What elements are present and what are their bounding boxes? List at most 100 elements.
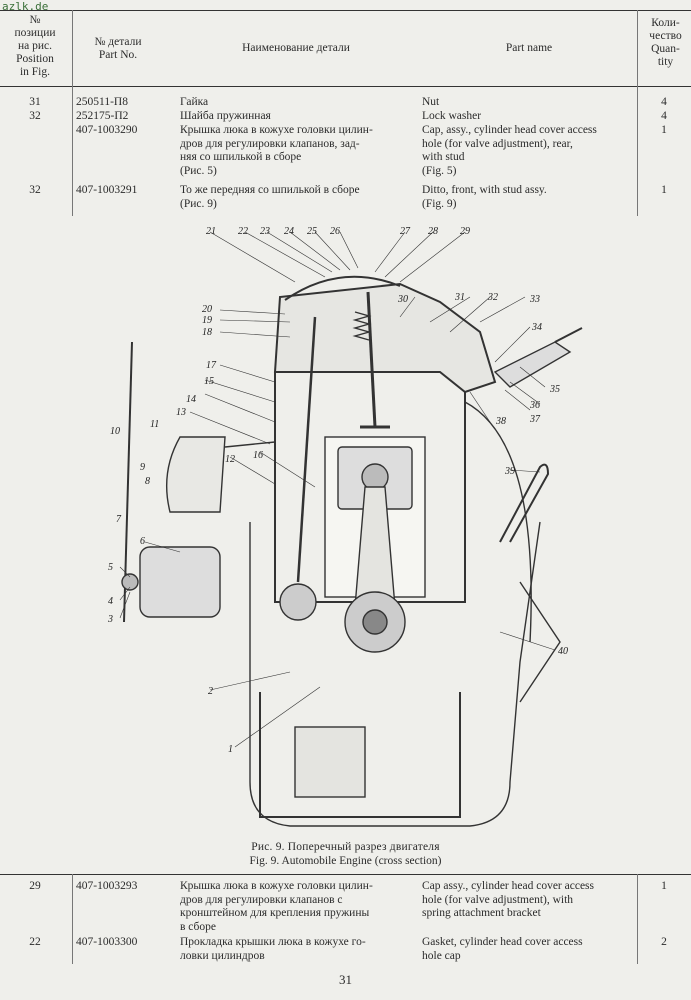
row-name-ru: То же передняя со шпилькой в сборе (Рис.… — [180, 184, 360, 210]
callout-12: 12 — [225, 454, 235, 465]
callout-2: 2 — [208, 686, 213, 697]
callout-30: 30 — [397, 294, 408, 305]
callout-36: 36 — [529, 400, 540, 411]
callout-27: 27 — [400, 226, 411, 237]
row-name-ru: Прокладка крышки люка в кожухе го- ловки… — [180, 936, 366, 962]
header-name-en: Part name — [505, 42, 553, 54]
row-quantity: 1 — [661, 124, 667, 136]
header-name-ru: Наименование детали — [242, 42, 350, 54]
row-quantity: 4 — [661, 110, 667, 122]
callout-35: 35 — [549, 384, 560, 395]
rocker-cover — [284, 275, 401, 301]
table-row: 407-1003290 Крышка люка в кожухе головки… — [0, 124, 691, 180]
valve-spring — [352, 311, 372, 341]
intake-manifold — [165, 436, 226, 513]
callout-20: 20 — [202, 304, 212, 315]
callout-39: 39 — [504, 466, 515, 477]
callout-22: 22 — [238, 226, 248, 237]
row-position: 32 — [29, 110, 41, 122]
cylinder-head — [273, 282, 497, 394]
callout-9: 9 — [140, 462, 145, 473]
row-position: 29 — [29, 880, 41, 892]
callout-16: 16 — [253, 450, 263, 461]
callout-33: 33 — [529, 294, 540, 305]
callout-11: 11 — [150, 419, 159, 430]
page-number: 31 — [339, 972, 352, 987]
row-position: 31 — [29, 96, 41, 108]
figure-caption-ru: Рис. 9. Поперечный разрез двигателя — [251, 841, 440, 853]
crankcase-outline — [249, 521, 541, 827]
row-name-en: Cap, assy., cylinder head cover access h… — [422, 124, 597, 177]
row-name-en: Cap assy., cylinder head cover access ho… — [422, 880, 595, 919]
row-quantity: 1 — [661, 880, 667, 892]
table-row: 32 407-1003291 То же передняя со шпилько… — [0, 184, 691, 212]
col-divider — [637, 10, 638, 216]
callout-31: 31 — [454, 292, 465, 303]
header-position: № позиции на рис. Position in Fig. — [14, 14, 56, 78]
callout-40: 40 — [558, 646, 568, 657]
row-name-ru: Крышка люка в кожухе головки цилин- дров… — [180, 124, 373, 177]
dipstick — [499, 463, 550, 543]
callout-37: 37 — [529, 414, 541, 425]
callout-14: 14 — [186, 394, 196, 405]
piston-pin — [361, 463, 389, 491]
oil-pump — [294, 726, 366, 798]
valve — [366, 291, 377, 428]
table-top-rule — [0, 10, 691, 11]
row-name-ru: Крышка люка в кожухе головки цилин- дров… — [180, 880, 373, 933]
table-row: 29 407-1003293 Крышка люка в кожухе голо… — [0, 880, 691, 936]
oil-pan — [259, 692, 461, 818]
camshaft — [279, 583, 317, 621]
callout-26: 26 — [330, 226, 340, 237]
row-part-no: 407-1003293 — [76, 880, 138, 892]
callout-25: 25 — [307, 226, 317, 237]
row-quantity: 4 — [661, 96, 667, 108]
col-divider — [72, 874, 73, 964]
table-row: 22 407-1003300 Прокладка крышки люка в к… — [0, 936, 691, 964]
row-name-en: Nut — [422, 96, 440, 108]
callout-7: 7 — [116, 514, 122, 525]
table-row: 32 252175-П2 Шайба пружинная Lock washer… — [0, 110, 691, 124]
callout-17: 17 — [206, 360, 217, 371]
figure-caption-en: Fig. 9. Automobile Engine (cross section… — [249, 855, 442, 867]
pushrod — [296, 316, 317, 583]
callout-5: 5 — [108, 562, 113, 573]
callout-32: 32 — [487, 292, 498, 303]
callout-13: 13 — [176, 407, 186, 418]
callout-28: 28 — [428, 226, 438, 237]
callout-18: 18 — [202, 327, 212, 338]
table-top-rule — [0, 874, 691, 875]
header-part-no: № детали Part No. — [94, 36, 142, 61]
row-name-en: Gasket, cylinder head cover access hole … — [422, 936, 583, 962]
row-name-ru: Шайба пружинная — [180, 110, 271, 122]
engine-cross-section-figure: 21 22 23 24 25 26 27 28 29 20 19 18 17 1… — [107, 226, 583, 827]
table-row: 31 250511-П8 Гайка Nut 4 — [0, 96, 691, 110]
header-bottom-rule — [0, 86, 691, 87]
row-part-no: 407-1003290 — [76, 124, 138, 136]
spark-plug — [493, 341, 572, 388]
row-name-en: Lock washer — [422, 110, 482, 122]
row-part-no: 250511-П8 — [76, 96, 128, 108]
callout-23: 23 — [260, 226, 270, 237]
watermark: azlk.de — [2, 0, 49, 13]
row-quantity: 2 — [661, 936, 667, 948]
callout-19: 19 — [202, 315, 212, 326]
generator — [139, 546, 221, 618]
col-divider — [637, 874, 638, 964]
callout-34: 34 — [531, 322, 542, 333]
callout-29: 29 — [460, 226, 470, 237]
callout-8: 8 — [145, 476, 150, 487]
callout-6: 6 — [140, 536, 145, 547]
header-quantity: Коли- чество Quan- tity — [649, 17, 682, 68]
callout-15: 15 — [204, 376, 214, 387]
callout-38: 38 — [495, 416, 506, 427]
callout-1: 1 — [228, 744, 233, 755]
col-divider — [72, 10, 73, 216]
row-position: 22 — [29, 936, 41, 948]
row-part-no: 252175-П2 — [76, 110, 129, 122]
row-name-ru: Гайка — [180, 96, 209, 108]
row-part-no: 407-1003300 — [76, 936, 138, 948]
callout-3: 3 — [107, 614, 113, 625]
callout-21: 21 — [206, 226, 216, 237]
row-position: 32 — [29, 184, 41, 196]
